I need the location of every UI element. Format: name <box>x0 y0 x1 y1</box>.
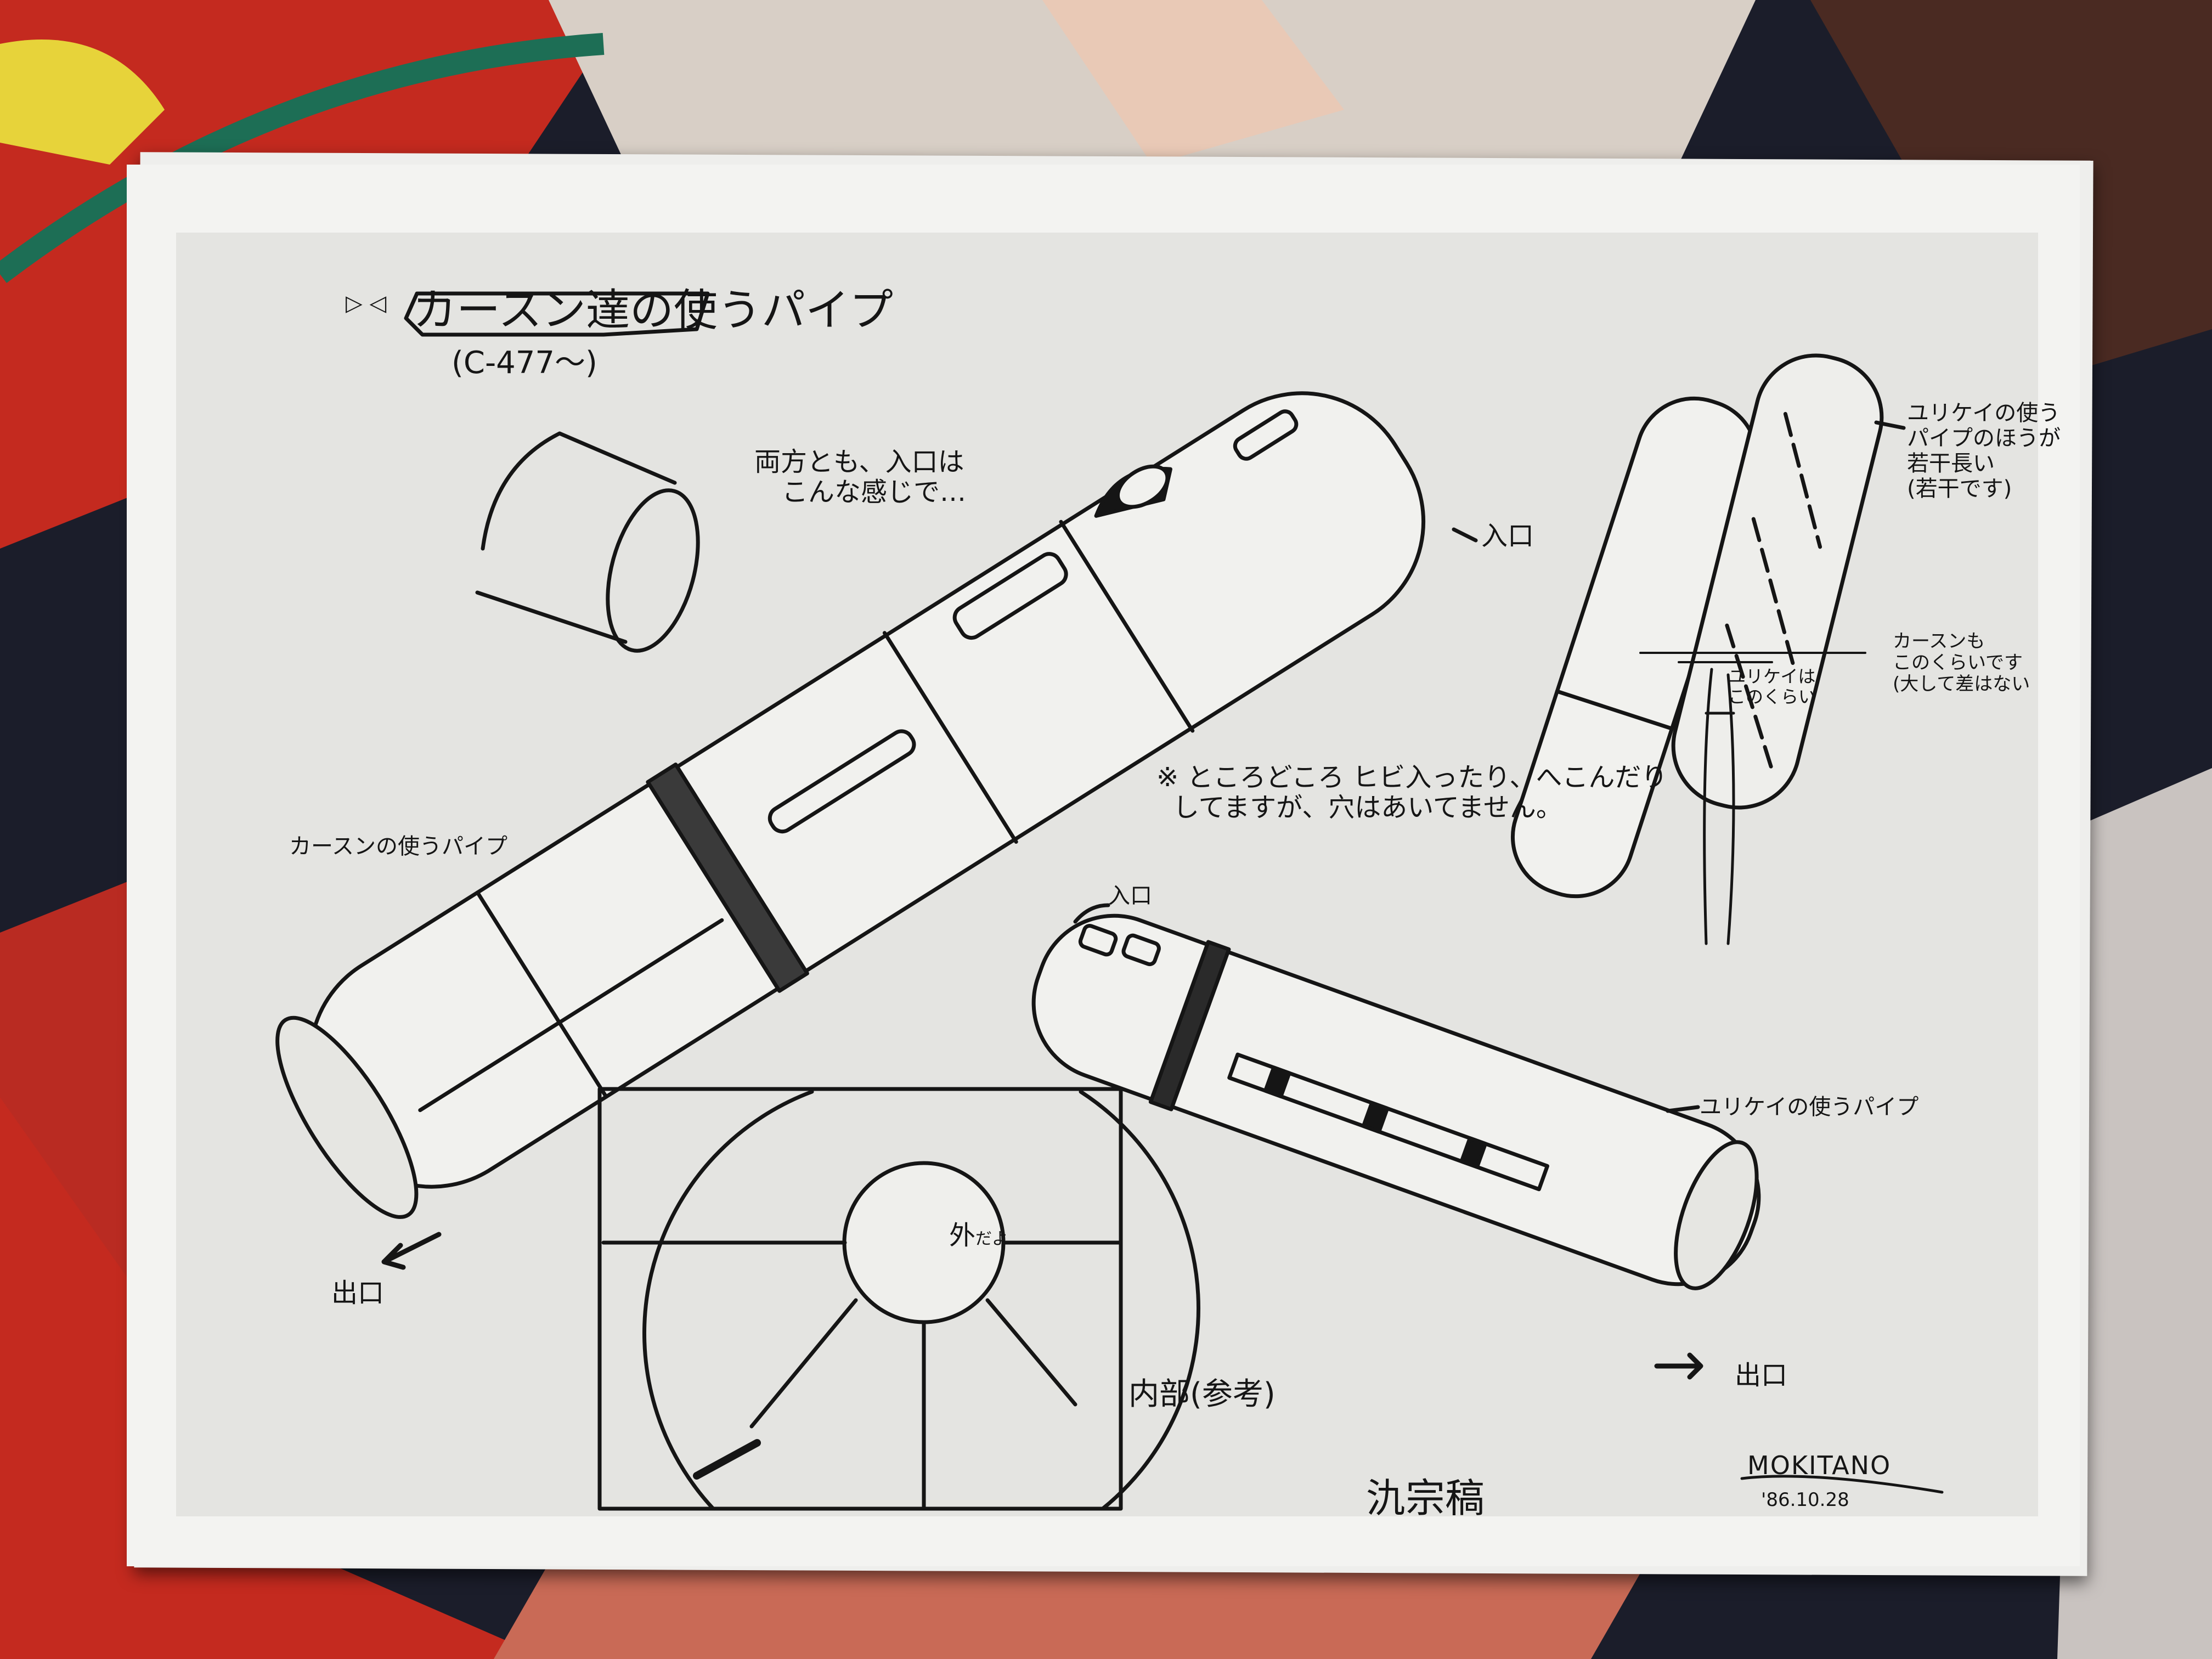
damage-note: ※ ところどころ ヒビ入ったり、へこんだり してますが、穴はあいてません。 <box>1156 762 1668 823</box>
yurikei-height-line: ユリケイは <box>1728 666 1816 687</box>
label-exit-left: 出口 <box>331 1278 385 1308</box>
signature: MOKITANO <box>1747 1451 1892 1480</box>
entrance-note: 両方とも、入口は こんな感じで… <box>754 447 966 507</box>
label-entrance-small: 入口 <box>1108 883 1152 909</box>
skin-cloth-bottom <box>494 1564 1646 1659</box>
length-note-line: 若干長い <box>1907 451 1995 476</box>
entrance-note-line: 両方とも、入口は <box>754 447 964 477</box>
label-interior: 内部(参考) <box>1128 1376 1276 1412</box>
date: '86.10.28 <box>1761 1489 1849 1511</box>
title-marks: ▷ ◁ <box>346 291 387 316</box>
length-note: ユリケイの使う パイプのほうが 若干長い (若干です) <box>1907 400 2061 501</box>
karsun-height-line: カースンも <box>1893 630 1985 652</box>
length-note-arrow <box>1874 420 1906 430</box>
karsun-height-note: カースンも このくらいです (大して差はない <box>1893 630 2030 696</box>
interior-view-sketch <box>597 1087 1200 1511</box>
karsun-pipe-drawing <box>275 391 1426 1219</box>
signature-underline <box>1740 1475 1944 1494</box>
light-cloth-right <box>2057 768 2212 1659</box>
yurikei-pipe-drawing <box>1031 913 1761 1290</box>
entrance-arrow-small <box>1073 903 1110 924</box>
sheet-title: カースン達の使うパイプ <box>413 285 893 336</box>
label-exit-right: 出口 <box>1735 1360 1788 1391</box>
label-entrance-big: 入口 <box>1481 521 1534 551</box>
size-comparison-sketch <box>1510 353 1884 945</box>
label-outside-text: 外 <box>949 1220 976 1251</box>
karsun-height-line: このくらいです <box>1893 652 2023 674</box>
damage-note-line: してますが、穴はあいてません。 <box>1173 792 1562 823</box>
entrance-note-line: こんな感じで… <box>782 477 967 508</box>
label-outside: 外だよ <box>949 1220 1009 1251</box>
artist-name: 氿宗稿 <box>1366 1475 1485 1521</box>
title-frame <box>404 291 710 337</box>
yurikei-height-note: ユリケイは このくらい <box>1728 667 1816 707</box>
length-note-line: ユリケイの使う <box>1907 400 2061 426</box>
damage-note-line: ※ ところどころ ヒビ入ったり、へこんだり <box>1156 762 1668 793</box>
entrance-detail-sketch <box>475 431 700 653</box>
skin-cloth-top <box>1042 0 1344 165</box>
entrance-arrow-big <box>1452 527 1478 543</box>
label-outside-suffix: だよ <box>975 1229 1009 1249</box>
exit-arrow-left <box>381 1232 442 1270</box>
yurikei-label-arrow <box>1666 1105 1700 1113</box>
yurikei-height-line: このくらい <box>1728 686 1816 707</box>
yellow-lettering <box>0 40 165 165</box>
sheet-subtitle: (C-477〜) <box>452 345 597 381</box>
label-karsun-pipe: カースンの使うパイプ <box>289 834 507 859</box>
length-note-line: (若干です) <box>1907 476 2012 501</box>
length-note-line: パイプのほうが <box>1907 426 2061 451</box>
label-yurikei-pipe: ユリケイの使うパイプ <box>1700 1094 1919 1120</box>
karsun-height-line: (大して差はない <box>1893 673 2030 696</box>
green-stripe <box>0 33 605 283</box>
exit-arrow-right <box>1654 1352 1703 1380</box>
